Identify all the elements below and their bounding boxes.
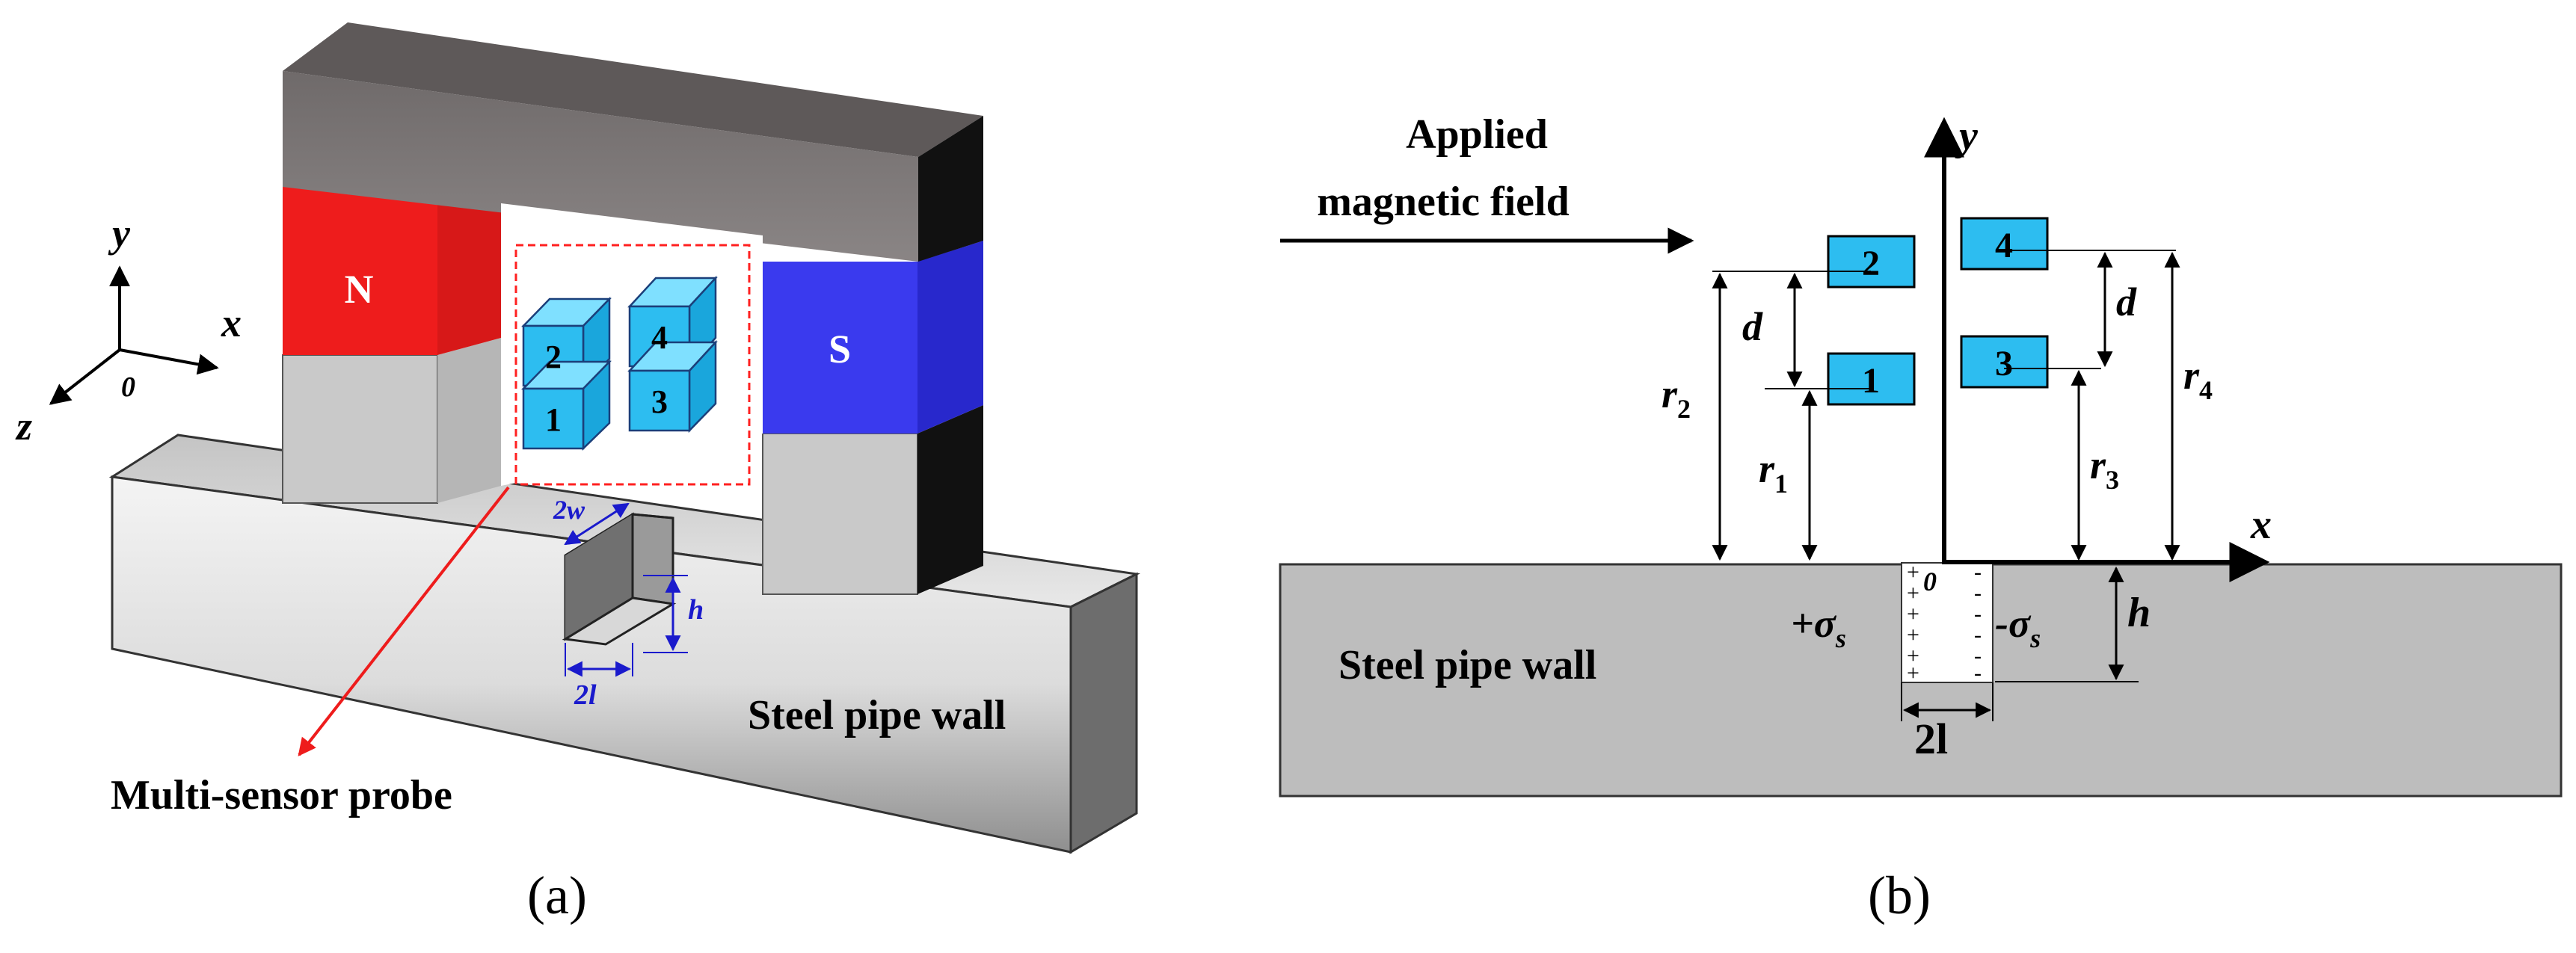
positive-charges: + + + + + + (1907, 560, 1919, 685)
sensor-3-label-3d: 3 (651, 383, 668, 420)
sensor-1 (1827, 352, 1916, 406)
sensor-array-2d: 2 1 4 3 (1827, 217, 2049, 406)
dim-r3-label: r3 (2090, 442, 2119, 495)
panel-b: + + + + + + - - - - - - y x 0 Applied ma… (1279, 111, 2563, 925)
svg-text:+: + (1907, 602, 1919, 626)
sensor-4 (1960, 217, 2049, 271)
caption-a: (a) (527, 866, 587, 925)
pipe-wall-section (1279, 562, 2563, 798)
sensor-3-label: 3 (1995, 344, 2013, 383)
dim-r2-label: r2 (1662, 371, 1691, 424)
caption-b: (b) (1868, 866, 1931, 925)
svg-text:h: h (688, 594, 704, 626)
svg-text:magnetic field: magnetic field (1317, 179, 1569, 225)
probe-frame (514, 244, 751, 486)
dim-d-left-label: d (1742, 304, 1763, 349)
coordinate-axes-3d: y x z 0 (15, 211, 242, 448)
dimension-2w: 2w (553, 495, 630, 546)
sensor-4-label-3d: 4 (651, 319, 668, 356)
coordinate-axes-2d: y x 0 (1923, 113, 2272, 596)
origin-label-3d: 0 (121, 371, 135, 403)
svg-text:-: - (1974, 581, 1982, 605)
axis-x-label-2d: x (2250, 502, 2272, 548)
magnet-north-label: N (345, 267, 374, 312)
defect-notch (562, 512, 677, 646)
dim-r4-label: r4 (2183, 353, 2213, 405)
origin-label-2d: 0 (1923, 567, 1937, 596)
axis-y-label-2d: y (1955, 113, 1979, 159)
svg-text:-: - (1974, 623, 1982, 647)
magnet-right: S (762, 241, 983, 595)
sensor-2-label: 2 (1862, 244, 1880, 283)
charge-minus-label: -σs (1995, 601, 2041, 653)
svg-text:+: + (1907, 661, 1919, 685)
svg-text:2l: 2l (574, 679, 597, 711)
dim-d-right-label: d (2116, 280, 2137, 324)
probe-label: Multi-sensor probe (111, 772, 452, 818)
probe-leader-arrow (298, 486, 510, 756)
sensor-3 (1960, 335, 2049, 389)
svg-text:Applied: Applied (1406, 111, 1548, 158)
sensor-2-label-3d: 2 (545, 339, 562, 375)
dimension-arrows (1712, 251, 2180, 721)
axis-z-label-3d: z (15, 404, 32, 448)
axis-x-label-3d: x (221, 300, 242, 345)
svg-text:+: + (1907, 623, 1919, 647)
dimension-labels: r2 d r1 d r3 r4 h 2l +σs -σs (1662, 280, 2213, 763)
svg-text:-: - (1974, 644, 1982, 668)
magnet-south-label: S (829, 327, 851, 371)
applied-field: Applied magnetic field (1280, 111, 1694, 254)
yoke-top (283, 22, 983, 262)
sensor-1-label: 1 (1862, 361, 1880, 401)
dimension-h-3d: h (643, 575, 704, 653)
negative-charges: - - - - - - (1974, 560, 1982, 685)
pipe-label-3d: Steel pipe wall (748, 692, 1006, 738)
sensor-array-3d (521, 275, 718, 451)
panel-a: N S (15, 22, 1140, 925)
dim-2l-label: 2l (1914, 715, 1948, 763)
dim-h-label: h (2127, 590, 2151, 636)
dim-r1-label: r1 (1759, 446, 1788, 499)
svg-text:-: - (1974, 560, 1982, 585)
svg-text:+: + (1907, 560, 1919, 585)
reference-lines (1712, 250, 2176, 389)
svg-text:-: - (1974, 602, 1982, 626)
svg-text:-: - (1974, 661, 1982, 685)
dimension-2l-3d: 2l (565, 643, 633, 711)
svg-text:+: + (1907, 581, 1919, 605)
charge-plus-label: +σs (1791, 601, 1846, 653)
svg-text:2w: 2w (553, 495, 585, 525)
sensor-4-label: 4 (1995, 226, 2013, 265)
axis-y-label-3d: y (108, 211, 131, 256)
sensor-2 (1827, 235, 1916, 289)
svg-text:+: + (1907, 644, 1919, 668)
magnet-left: N (282, 178, 501, 504)
pipe-label-2d: Steel pipe wall (1338, 642, 1596, 688)
sensor-1-label-3d: 1 (545, 401, 562, 438)
